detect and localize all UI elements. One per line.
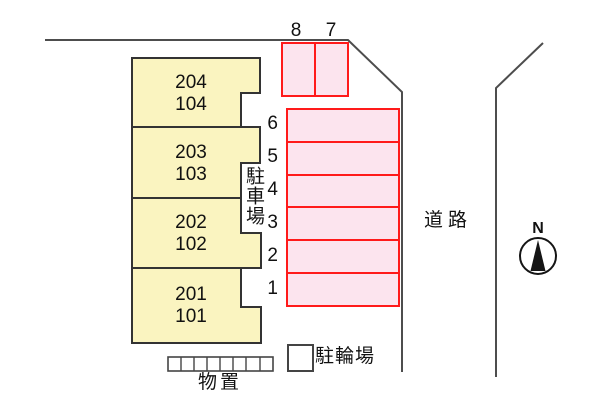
parking-space-6 xyxy=(286,108,400,143)
compass-north-needle-icon xyxy=(530,240,546,271)
parking-space-3 xyxy=(286,206,400,241)
unit-number: 104 xyxy=(175,94,207,115)
parking-space-4 xyxy=(286,174,400,208)
compass-north-label: N xyxy=(532,220,544,237)
unit-number: 201 xyxy=(175,284,207,305)
parking-space-number: 8 xyxy=(290,20,302,41)
parking-space-7 xyxy=(314,42,349,97)
unit-number: 204 xyxy=(175,72,207,93)
parking-space-number: 6 xyxy=(267,113,278,134)
parking-space-2 xyxy=(286,239,400,274)
parking-space-5 xyxy=(286,141,400,176)
parking-space-number: 7 xyxy=(325,20,337,41)
unit-number: 103 xyxy=(175,164,207,185)
road-edge-right-line xyxy=(495,42,544,377)
road-label: 道路 xyxy=(423,210,472,231)
storage-label: 物置 xyxy=(197,372,242,393)
bicycle-parking-square xyxy=(287,344,314,372)
unit-label-201-101: 201 101 xyxy=(131,284,251,328)
bicycle-parking-label: 駐輪場 xyxy=(315,346,376,367)
parking-space-number: 3 xyxy=(267,212,278,233)
parking-space-number: 2 xyxy=(267,245,278,266)
parking-space-number: 4 xyxy=(267,179,278,200)
unit-number: 102 xyxy=(175,234,207,255)
road-edge-left-line xyxy=(45,39,403,372)
parking-space-1 xyxy=(286,272,400,307)
parking-space-number: 5 xyxy=(267,146,278,167)
parking-space-number: 1 xyxy=(267,278,278,299)
unit-number: 203 xyxy=(175,142,207,163)
parking-space-8 xyxy=(281,42,316,97)
building-outline xyxy=(131,57,262,344)
unit-label-202-102: 202 102 xyxy=(131,212,251,256)
unit-label-203-103: 203 103 xyxy=(131,142,251,186)
unit-label-204-104: 204 104 xyxy=(131,72,251,116)
unit-number: 101 xyxy=(175,306,207,327)
unit-number: 202 xyxy=(175,212,207,233)
parking-lot-label: 駐車場 xyxy=(243,166,264,226)
